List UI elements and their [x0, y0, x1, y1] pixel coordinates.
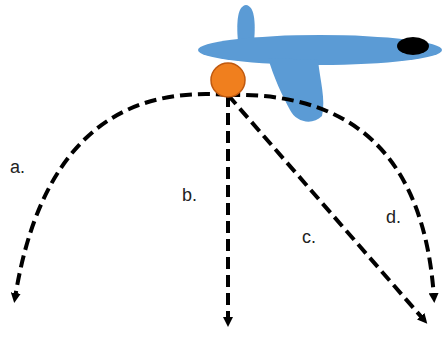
tail-fin	[237, 5, 254, 42]
cockpit-window	[397, 37, 429, 55]
trajectory-b	[226, 95, 230, 322]
trajectory-label: b.	[180, 186, 199, 206]
trajectory-label: d.	[384, 208, 403, 228]
fuselage	[198, 35, 442, 65]
wing	[268, 58, 323, 122]
trajectory-d	[228, 95, 434, 298]
trajectory-label: c.	[300, 228, 318, 248]
ball	[211, 63, 245, 97]
trajectory-c	[228, 95, 424, 320]
trajectory-label: a.	[8, 158, 27, 178]
trajectory-a	[15, 94, 228, 298]
